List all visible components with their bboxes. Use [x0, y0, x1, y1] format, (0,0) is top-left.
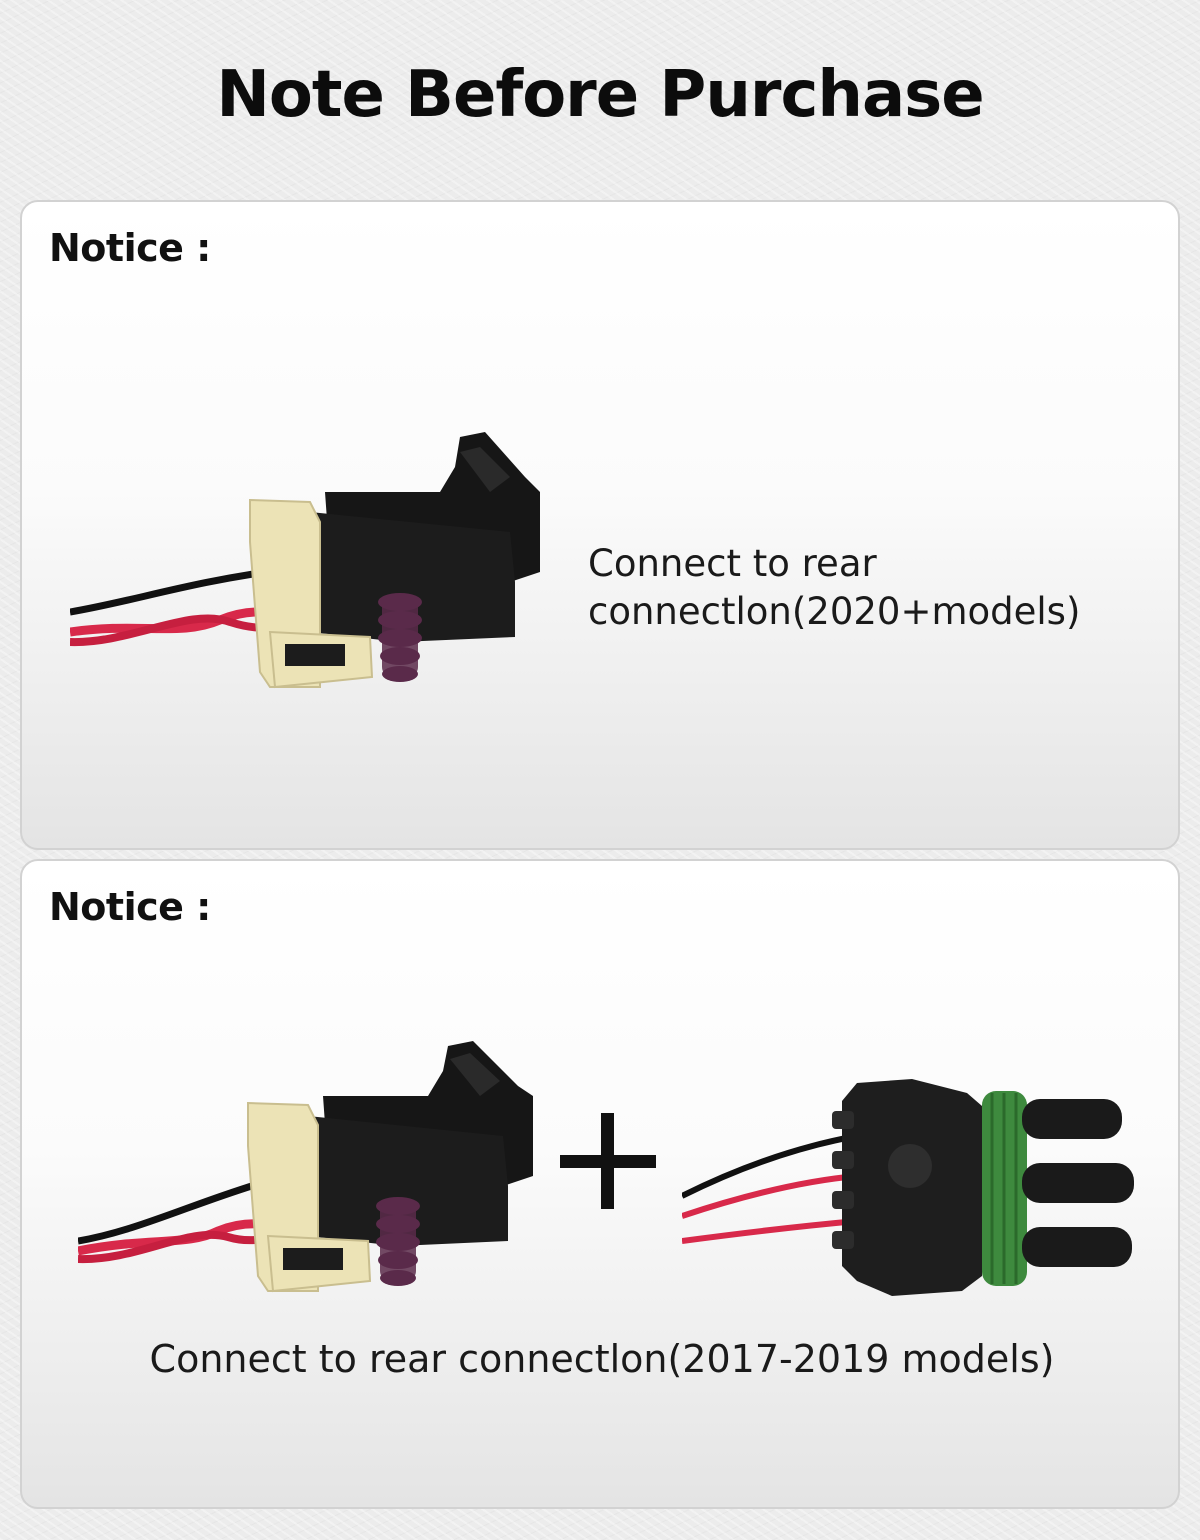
plus-icon — [560, 1111, 656, 1211]
notice-panel-2017-2019: Notice : — [20, 859, 1180, 1509]
caption-line-2: connectlon(2020+models) — [588, 590, 1081, 633]
adapter-plug-icon — [682, 1079, 1134, 1296]
caption-2017-2019: Connect to rear connectlon(2017-2019 mod… — [149, 1337, 1055, 1381]
caption-line-1: Connect to rear — [588, 542, 877, 585]
notice-label: Notice : — [49, 885, 211, 929]
connector-2017-icon — [78, 1041, 533, 1293]
notice-panel-2020: Notice : Connect to rear connectlon(2020… — [20, 200, 1180, 850]
notice-label: Notice : — [49, 226, 211, 270]
connector-2020-icon — [70, 432, 540, 689]
caption-2020: Connect to rear connectlon(2020+models) — [588, 540, 1168, 636]
page-title: Note Before Purchase — [216, 58, 984, 132]
